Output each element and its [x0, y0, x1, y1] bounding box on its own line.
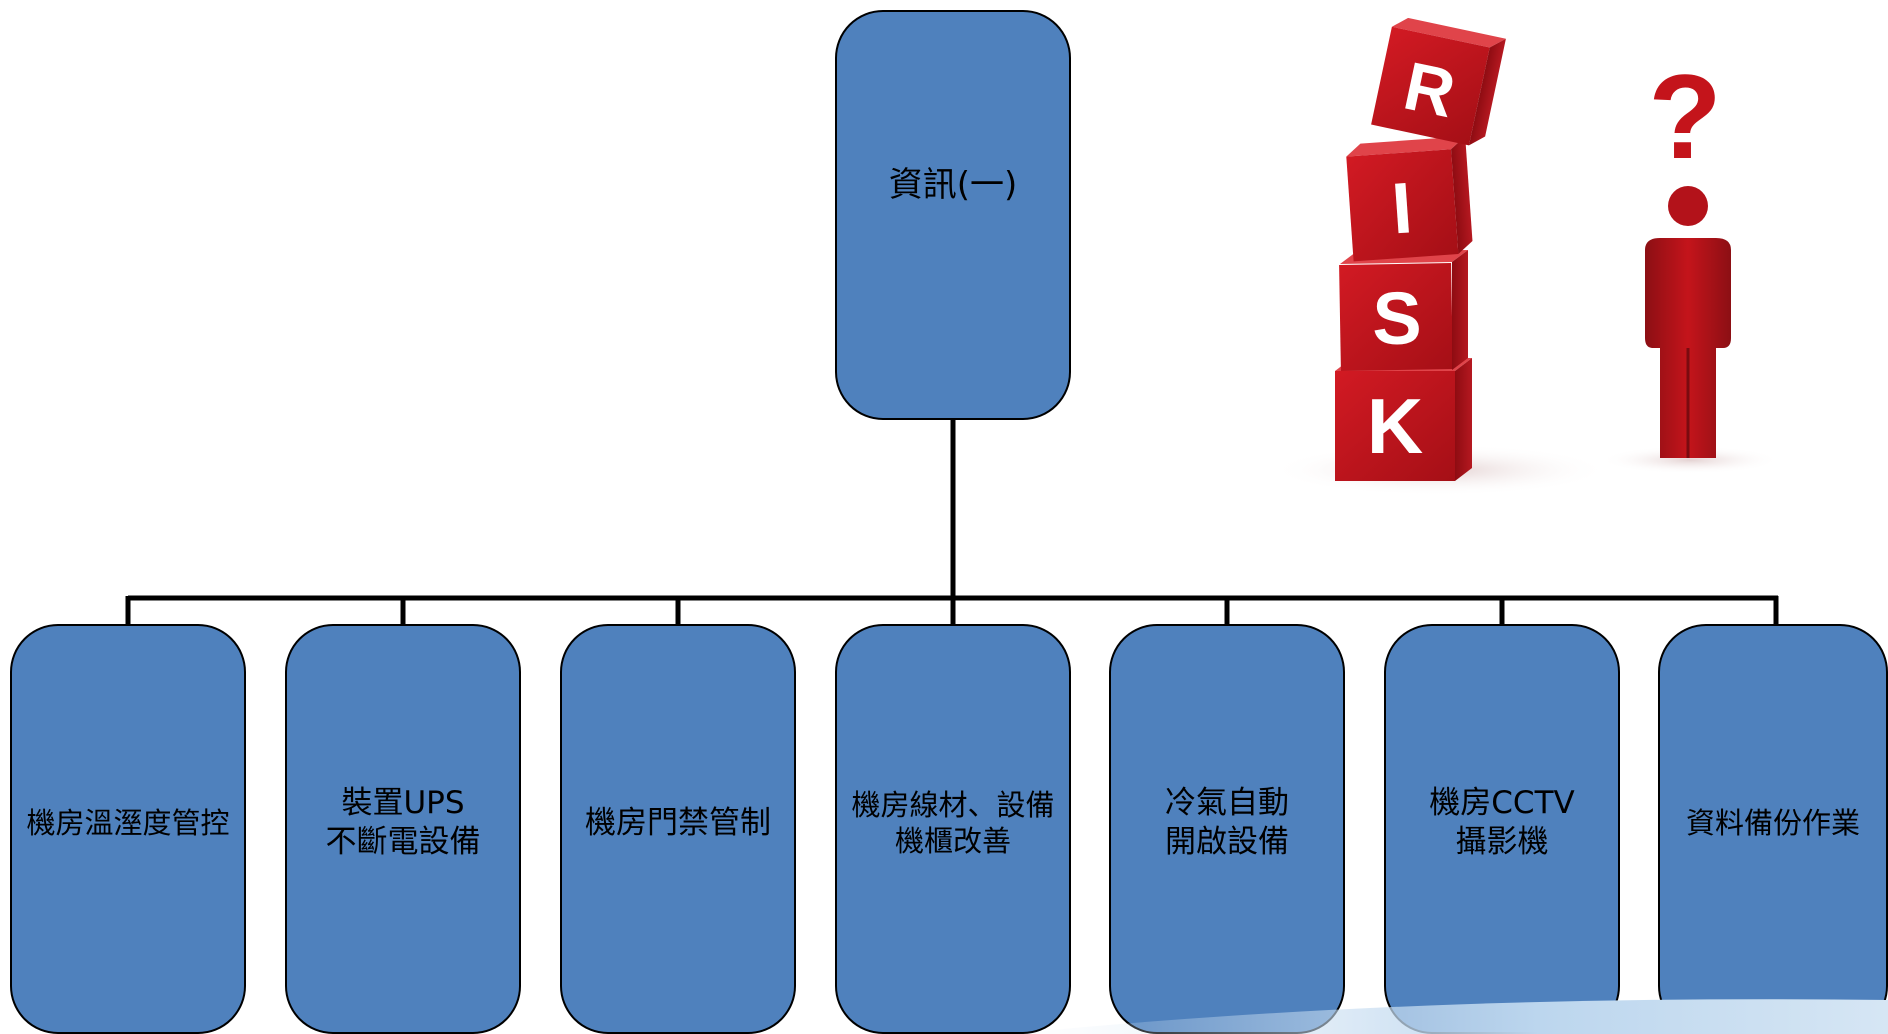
cube-k: K: [1335, 358, 1472, 481]
child-node-air-conditioning[interactable]: 冷氣自動 開啟設備: [1109, 624, 1345, 1034]
cube-k-letter: K: [1367, 382, 1423, 470]
child-node-label: 機房溫溼度管控: [26, 805, 230, 840]
child-node-cabling-cabinet[interactable]: 機房線材、設備 機櫃改善: [835, 624, 1071, 1034]
child-node-label: 機房門禁管制: [585, 804, 771, 841]
child-node-label: 機房線材、設備 機櫃改善: [851, 787, 1055, 858]
question-mark-symbol: ?: [1648, 50, 1721, 184]
decorative-swoosh: [1010, 999, 1888, 1034]
cube-s: S: [1339, 250, 1468, 371]
child-node-label: 機房CCTV 攝影機: [1429, 785, 1575, 860]
child-node-access-control[interactable]: 機房門禁管制: [560, 624, 796, 1034]
root-node[interactable]: 資訊(一): [835, 10, 1071, 420]
child-node-temperature-humidity[interactable]: 機房溫溼度管控: [10, 624, 246, 1034]
child-node-label: 冷氣自動 開啟設備: [1165, 785, 1289, 860]
child-node-label: 裝置UPS 不斷電設備: [325, 785, 481, 860]
risk-illustration: K S I R ?: [1270, 18, 1780, 496]
child-node-ups[interactable]: 裝置UPS 不斷電設備: [285, 624, 521, 1034]
child-node-cctv[interactable]: 機房CCTV 攝影機: [1384, 624, 1620, 1034]
cube-i: I: [1346, 136, 1473, 262]
cube-r: R: [1371, 18, 1506, 146]
question-figure-icon: ?: [1645, 50, 1731, 458]
child-node-data-backup[interactable]: 資料備份作業: [1658, 624, 1888, 1034]
child-node-label: 資料備份作業: [1685, 805, 1860, 840]
root-node-label: 資訊(一): [888, 164, 1018, 205]
cube-s-letter: S: [1372, 277, 1421, 360]
